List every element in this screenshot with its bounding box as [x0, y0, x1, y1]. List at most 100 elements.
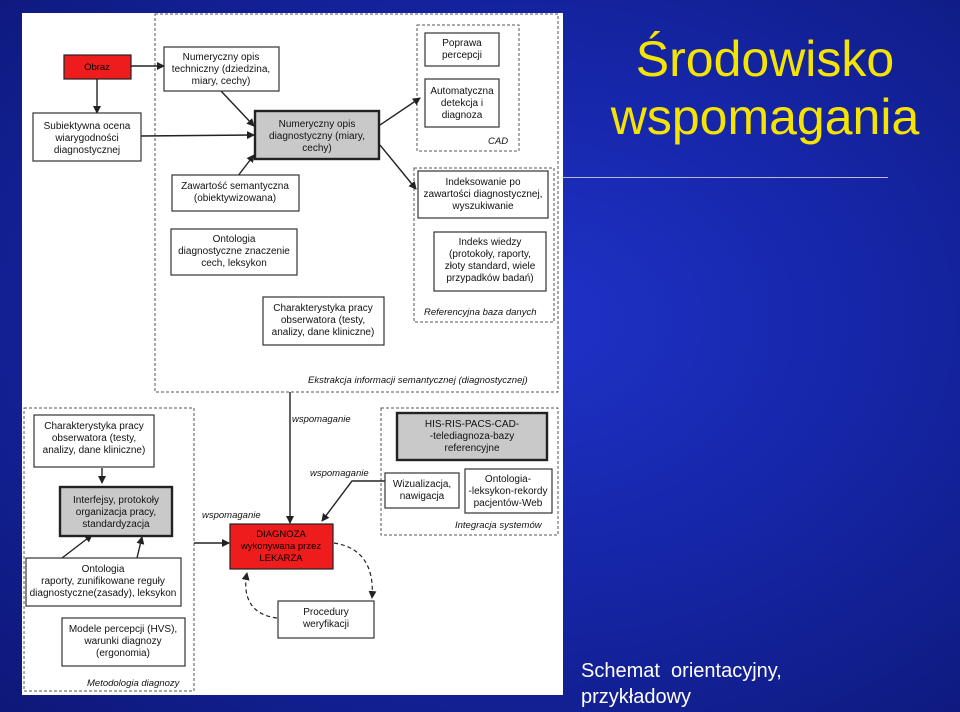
- node-indeks-wiedzy-text-line-4: przypadków badań): [446, 273, 533, 284]
- label-ekstrakcja: Ekstrakcja informacji semantycznej (diag…: [308, 375, 528, 386]
- arrow-subj-numdiag: [140, 131, 255, 140]
- node-charakterystyka-2: [33, 414, 155, 468]
- node-diagnoza-text-line-3: LEKARZA: [259, 553, 303, 564]
- group-cad: [416, 24, 520, 152]
- node-ontologia-1-text-line-2: diagnostyczne znaczenie: [178, 246, 290, 257]
- node-modele-percepcji-text-line-3: (ergonomia): [96, 648, 150, 659]
- node-wizualizacja-text-line-2: nawigacja: [400, 491, 445, 502]
- node-automatyczna-detekcja-text-line-1: Automatyczna: [430, 86, 494, 97]
- arrow-diagnoza-procedury: [333, 542, 377, 599]
- node-numeryczny-diagnostyczny-text-line-3: cechy): [302, 143, 331, 154]
- node-automatyczna-detekcja-text-line-3: diagnoza: [442, 110, 483, 121]
- group-integracja: [380, 407, 559, 536]
- node-automatyczna-detekcja-text-line-2: detekcja i: [441, 98, 483, 109]
- node-numeryczny-techniczny-text-line-1: Numeryczny opis: [183, 52, 260, 63]
- node-zawartosc-semantyczna-text-line-1: Zawartość semantyczna: [181, 181, 289, 192]
- node-indeksowanie-text-line-1: Indeksowanie po: [445, 177, 520, 188]
- node-his-ris-pacs-text: HIS-RIS-PACS-CAD--telediagnoza-bazyrefer…: [425, 419, 519, 454]
- slide-caption: Schemat orientacyjny, przykładowy: [581, 660, 782, 708]
- node-charakterystyka-1-text-line-1: Charakterystyka pracy: [273, 303, 372, 314]
- node-poprawa-percepcji-text-line-1: Poprawa: [442, 38, 482, 49]
- node-interfejsy-text-line-1: Interfejsy, protokoły: [73, 495, 159, 506]
- node-modele-percepcji-text-line-1: Modele percepcji (HVS),: [69, 624, 177, 635]
- node-indeks-wiedzy-text: Indeks wiedzy(protokoły, raporty,złoty s…: [445, 237, 536, 284]
- node-charakterystyka-2-text-line-2: obserwatora (testy,: [52, 433, 136, 444]
- node-numeryczny-diagnostyczny-text-line-2: diagnostyczny (miary,: [269, 131, 365, 142]
- group-ekstrakcja: [154, 13, 559, 393]
- node-numeryczny-techniczny-text-line-3: miary, cechy): [192, 76, 251, 87]
- node-indeks-wiedzy-text-line-1: Indeks wiedzy: [459, 237, 522, 248]
- node-ontologia-1: [170, 228, 298, 276]
- node-charakterystyka-1-text-line-3: analizy, dane kliniczne): [272, 327, 375, 338]
- node-diagnoza-text-line-2: wykonywana przez: [240, 541, 322, 552]
- node-wizualizacja-text-line-1: Wizualizacja,: [393, 479, 451, 490]
- arrow-numdiag-ref: [379, 144, 417, 190]
- node-subiektywna-ocena-text-line-3: diagnostycznej: [54, 145, 120, 156]
- node-numeryczny-diagnostyczny-text-line-1: Numeryczny opis: [279, 119, 356, 130]
- node-modele-percepcji-text-line-2: warunki diagnozy: [83, 636, 161, 647]
- label-integracja: Integracja systemów: [455, 520, 543, 531]
- label-referencyjna: Referencyjna baza danych: [424, 307, 537, 318]
- arrow-procedury-diagnoza: [241, 572, 278, 619]
- label-wspomaganie-3: wspomaganie: [202, 510, 261, 521]
- node-his-ris-pacs-text-line-3: referencyjne: [444, 443, 499, 454]
- group-referencyjna: [413, 167, 555, 323]
- node-subiektywna-ocena-text-line-1: Subiektywna ocena: [44, 121, 131, 132]
- node-numeryczny-diagnostyczny: [253, 109, 381, 161]
- node-procedury-weryfikacji-text-line-2: weryfikacji: [302, 619, 349, 630]
- node-charakterystyka-2-text-line-1: Charakterystyka pracy: [44, 421, 143, 432]
- node-ontologia-2-text-line-2: raporty, zunifikowane reguły: [41, 576, 165, 587]
- node-diagnoza-text-line-1: DIAGNOZA: [256, 529, 306, 540]
- node-indeksowanie: [417, 170, 549, 219]
- node-modele-percepcji-text: Modele percepcji (HVS),warunki diagnozy(…: [69, 624, 177, 659]
- node-ontologia-3-text-line-2: -leksykon-rekordy: [469, 486, 548, 497]
- node-numeryczny-techniczny-text-line-2: techniczny (dziedzina,: [172, 64, 270, 75]
- arrow-onto2-interf-2: [136, 536, 145, 559]
- label-metodologia: Metodologia diagnozy: [87, 678, 181, 689]
- node-zawartosc-semantyczna-text-line-2: (obiektywizowana): [194, 193, 276, 204]
- node-his-ris-pacs: [395, 411, 549, 462]
- node-obraz-text: Obraz: [84, 62, 110, 73]
- arrow-onto2-interf: [61, 534, 93, 559]
- node-indeks-wiedzy-text-line-3: złoty standard, wiele: [445, 261, 536, 272]
- node-indeks-wiedzy-text-line-2: (protokoły, raporty,: [449, 249, 531, 260]
- node-charakterystyka-1-text-line-2: obserwatora (testy,: [281, 315, 365, 326]
- node-procedury-weryfikacji-text-line-1: Procedury: [303, 607, 349, 618]
- node-obraz-text-line-1: Obraz: [84, 62, 110, 73]
- node-diagnoza: [229, 523, 334, 570]
- node-interfejsy-text-line-2: organizacja pracy,: [76, 507, 156, 518]
- node-interfejsy: [58, 485, 174, 538]
- label-wspomaganie-2: wspomaganie: [310, 468, 369, 479]
- node-indeksowanie-text-line-2: zawartości diagnostycznej,: [424, 189, 543, 200]
- node-modele-percepcji: [61, 617, 186, 667]
- node-ontologia-3-text-line-1: Ontologia-: [485, 474, 531, 485]
- label-wspomaganie-1: wspomaganie: [292, 414, 351, 425]
- node-his-ris-pacs-text-line-2: -telediagnoza-bazy: [430, 431, 515, 442]
- node-zawartosc-semantyczna: [171, 174, 300, 212]
- node-procedury-weryfikacji: [277, 600, 375, 639]
- label-cad: CAD: [488, 136, 508, 147]
- node-poprawa-percepcji: [424, 32, 500, 67]
- node-wizualizacja-text: Wizualizacja,nawigacja: [393, 479, 451, 502]
- node-ontologia-1-text-line-1: Ontologia: [213, 234, 256, 245]
- node-ontologia-1-text-line-3: cech, leksykon: [201, 258, 267, 269]
- node-ontologia-2-text-line-3: diagnostyczne(zasady), leksykon: [30, 588, 177, 599]
- group-metodologia: [23, 407, 195, 692]
- node-subiektywna-ocena-text-line-2: wiarygodności: [54, 133, 118, 144]
- arrow-numtech-numdiag: [220, 90, 255, 127]
- arrow-numdiag-cad: [379, 97, 421, 126]
- node-ontologia-2: [25, 557, 182, 607]
- node-charakterystyka-2-text-line-3: analizy, dane kliniczne): [43, 445, 146, 456]
- node-zawartosc-semantyczna-text: Zawartość semantyczna(obiektywizowana): [181, 181, 289, 204]
